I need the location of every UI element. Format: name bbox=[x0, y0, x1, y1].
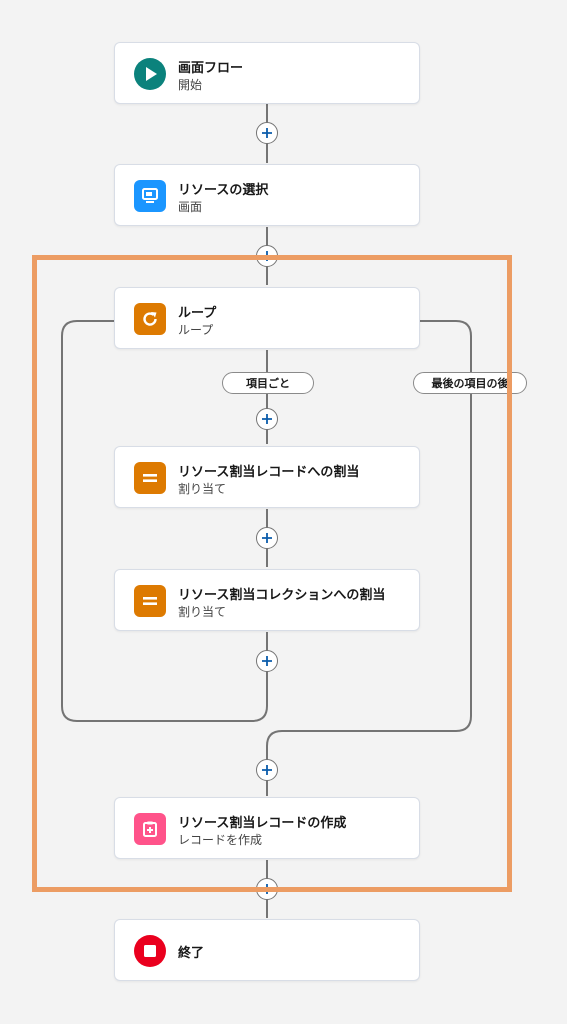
create-records-node[interactable]: リソース割当レコードの作成 レコードを作成 bbox=[114, 797, 420, 859]
node-title: リソース割当レコードの作成 bbox=[178, 816, 347, 831]
add-element-button[interactable] bbox=[256, 759, 278, 781]
assignment-icon bbox=[134, 462, 166, 494]
add-element-button[interactable] bbox=[256, 527, 278, 549]
node-title: 終了 bbox=[178, 946, 205, 961]
start-node[interactable]: 画面フロー 開始 bbox=[114, 42, 420, 104]
add-element-button[interactable] bbox=[256, 408, 278, 430]
screen-icon bbox=[134, 180, 166, 212]
node-title: リソース割当レコードへの割当 bbox=[178, 465, 360, 480]
add-element-button[interactable] bbox=[256, 650, 278, 672]
node-type: レコードを作成 bbox=[178, 833, 263, 847]
stop-icon bbox=[134, 935, 166, 967]
node-type: 割り当て bbox=[178, 605, 227, 619]
node-title: ループ bbox=[178, 306, 217, 321]
play-icon bbox=[134, 58, 166, 90]
assignment-icon bbox=[134, 585, 166, 617]
node-title: 画面フロー bbox=[178, 61, 244, 76]
plus-icon bbox=[262, 251, 272, 261]
plus-icon bbox=[262, 656, 272, 666]
add-element-button[interactable] bbox=[256, 245, 278, 267]
plus-icon bbox=[262, 533, 272, 543]
node-type: 画面 bbox=[178, 200, 203, 214]
loop-icon bbox=[134, 303, 166, 335]
plus-icon bbox=[262, 414, 272, 424]
plus-icon bbox=[262, 128, 272, 138]
node-type: 開始 bbox=[178, 78, 203, 92]
node-title: リソースの選択 bbox=[178, 183, 269, 198]
plus-icon bbox=[262, 884, 272, 894]
add-element-button[interactable] bbox=[256, 878, 278, 900]
node-title: リソース割当コレクションへの割当 bbox=[178, 588, 386, 603]
screen-node[interactable]: リソースの選択 画面 bbox=[114, 164, 420, 226]
plus-icon bbox=[262, 765, 272, 775]
branch-label-for-each: 項目ごと bbox=[222, 372, 314, 394]
assignment-node[interactable]: リソース割当レコードへの割当 割り当て bbox=[114, 446, 420, 508]
assignment-node[interactable]: リソース割当コレクションへの割当 割り当て bbox=[114, 569, 420, 631]
create-record-icon bbox=[134, 813, 166, 845]
node-type: ループ bbox=[178, 323, 214, 337]
node-type: 割り当て bbox=[178, 482, 227, 496]
loop-node[interactable]: ループ ループ bbox=[114, 287, 420, 349]
add-element-button[interactable] bbox=[256, 122, 278, 144]
end-node[interactable]: 終了 bbox=[114, 919, 420, 981]
branch-label-after-last: 最後の項目の後 bbox=[413, 372, 527, 394]
